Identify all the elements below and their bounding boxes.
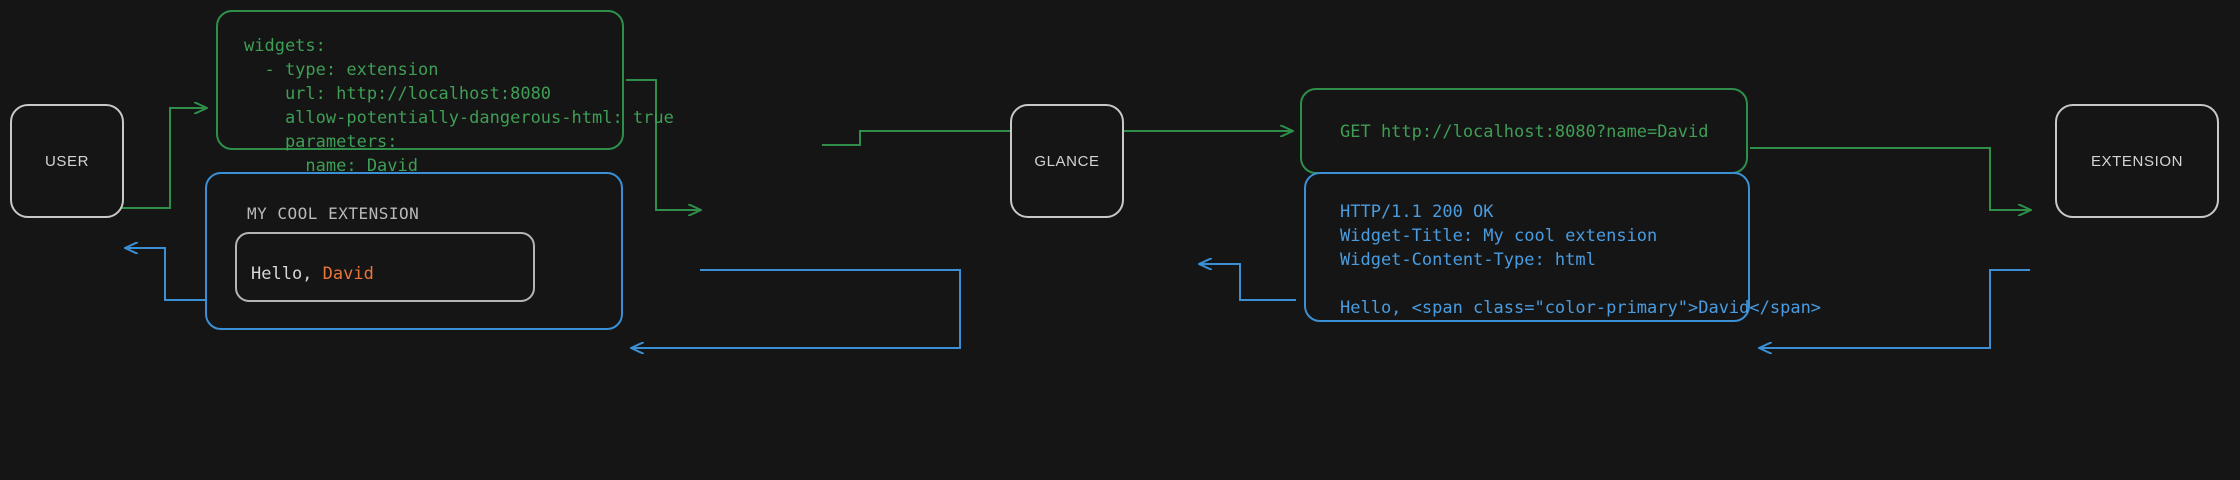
edge-user-to-config	[120, 108, 206, 209]
http-response-text: HTTP/1.1 200 OK Widget-Title: My cool ex…	[1340, 202, 1822, 318]
widget-content-frame: Hello, David	[235, 232, 535, 302]
node-extension-label: EXTENSION	[2090, 152, 2184, 170]
node-glance[interactable]: GLANCE	[1010, 104, 1124, 218]
message-box-config: widgets: - type: extension url: http://l…	[216, 10, 674, 176]
message-box-http-request: GET http://localhost:8080?name=David	[1300, 88, 1748, 174]
edge-response-to-glance	[1200, 264, 1296, 301]
widget-body-prefix: Hello,	[251, 264, 323, 284]
node-extension[interactable]: EXTENSION	[2055, 104, 2219, 218]
widget-body-text: Hello, David	[251, 264, 374, 284]
widget-title-label: MY COOL EXTENSION	[247, 204, 420, 223]
edge-glance-to-widget	[632, 269, 961, 348]
node-glance-label: GLANCE	[1034, 152, 1100, 170]
widget-body-accent: David	[322, 264, 374, 284]
message-box-rendered-widget: MY COOL EXTENSION Hello, David	[205, 172, 623, 330]
node-user-label: USER	[44, 152, 90, 170]
config-yaml-text: widgets: - type: extension url: http://l…	[244, 36, 674, 176]
message-box-http-response: HTTP/1.1 200 OK Widget-Title: My cool ex…	[1304, 172, 1821, 322]
http-request-text: GET http://localhost:8080?name=David	[1340, 122, 1709, 142]
edge-widget-to-user	[126, 248, 205, 301]
node-user[interactable]: USER	[10, 104, 124, 218]
